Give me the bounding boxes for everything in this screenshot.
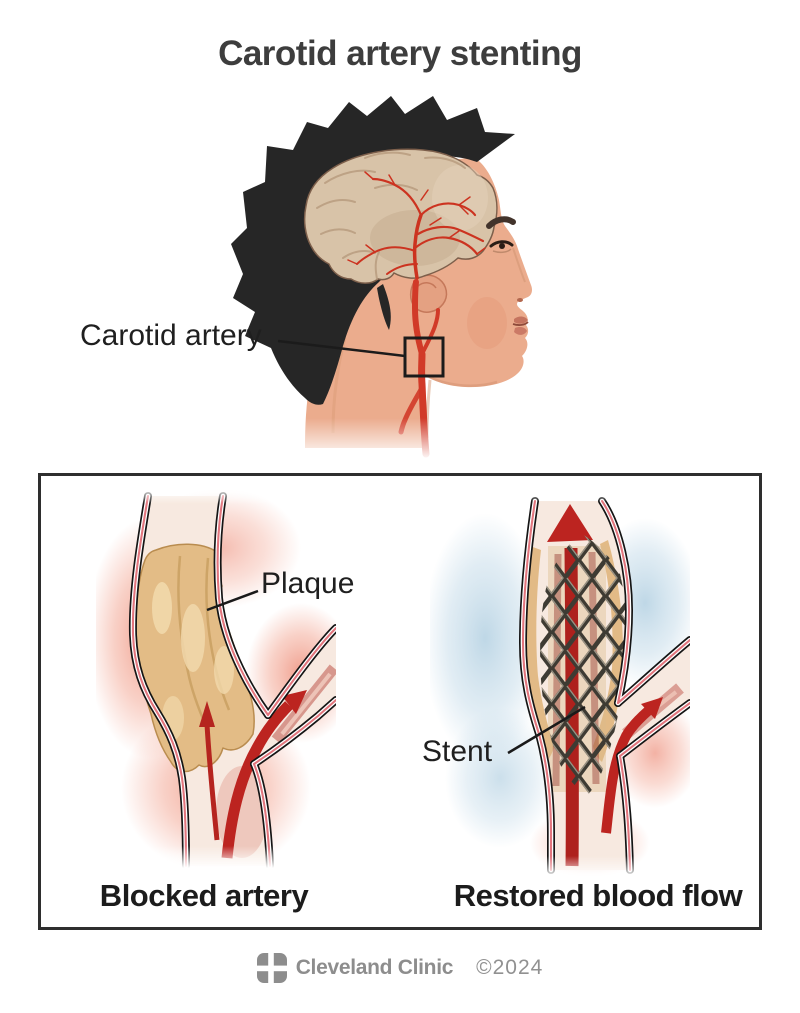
cheek-shading xyxy=(467,297,507,349)
lower-lip xyxy=(514,327,527,335)
nostril xyxy=(517,298,523,302)
branch-arrowhead xyxy=(641,697,663,719)
figure-panel: Plaque Stent Blocked artery Restored blo… xyxy=(38,473,762,930)
carotid-leader-line xyxy=(277,339,406,358)
carotid-zoom-box xyxy=(403,336,445,378)
small-arrowhead xyxy=(199,701,215,727)
copyright-text: ©2024 xyxy=(476,956,544,979)
plaque-label: Plaque xyxy=(261,567,355,600)
sideburn xyxy=(377,284,391,330)
branch-arrowhead xyxy=(282,690,307,714)
nose-shading xyxy=(512,247,526,283)
page-title: Carotid artery stenting xyxy=(218,34,582,73)
vessel-walls xyxy=(518,497,690,874)
mouth-line xyxy=(512,321,529,326)
blood-flow-arrows xyxy=(199,690,307,859)
brain-arteries xyxy=(347,171,486,280)
hair xyxy=(231,96,515,405)
stent-artery-illustration xyxy=(430,488,690,878)
caption-blocked-artery: Blocked artery xyxy=(99,878,309,913)
top-fade xyxy=(96,488,336,504)
main-arrowhead xyxy=(547,504,593,542)
footer: Cleveland Clinic ©2024 xyxy=(0,948,800,988)
brand-name: Cleveland Clinic xyxy=(295,956,454,979)
bottom-fade xyxy=(96,846,336,868)
blocked-artery-illustration xyxy=(96,488,336,868)
cleveland-clinic-logo-icon xyxy=(256,953,287,983)
plaque xyxy=(135,543,255,773)
bottom-fade xyxy=(430,856,690,878)
carotid-artery-label: Carotid artery xyxy=(80,319,262,352)
eyebrow xyxy=(486,216,516,229)
top-fade xyxy=(430,488,690,502)
upper-lip xyxy=(514,316,528,324)
caption-restored-blood-flow: Restored blood flow xyxy=(453,878,743,913)
stent-label: Stent xyxy=(422,735,493,768)
face-details xyxy=(486,216,529,335)
neck-fade xyxy=(280,418,460,460)
branch-highlight xyxy=(280,672,332,736)
eye xyxy=(489,240,514,248)
head-illustration xyxy=(231,96,532,460)
